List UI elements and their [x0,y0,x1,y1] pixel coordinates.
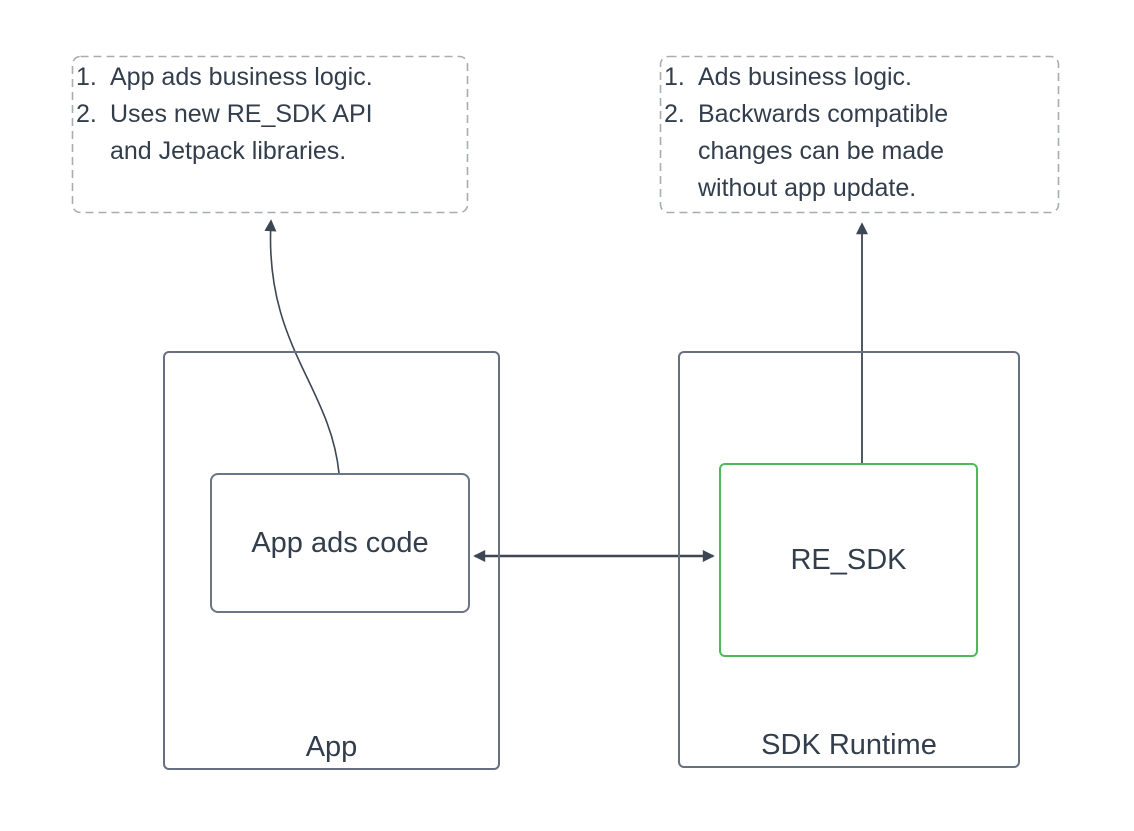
note-item-number: 1. [76,63,97,91]
note-item: 1. App ads business logic. [76,59,462,96]
note-item-text: Ads business logic. [698,63,913,91]
note-box-sdk-runtime: 1. Ads business logic. 2. Backwards comp… [660,56,1059,213]
re-sdk-box: RE_SDK [719,463,978,657]
sdk-runtime-container-label: SDK Runtime [761,729,937,761]
note-item-number: 2. [76,100,97,128]
note-item-text: App ads business logic. [110,63,373,91]
note-box-app: 1. App ads business logic. 2. Uses new R… [72,56,468,213]
re-sdk-label: RE_SDK [790,543,907,576]
app-ads-code-box: App ads code [210,473,470,613]
app-container-label: App [305,731,358,763]
note-item-number: 2. [664,100,685,128]
note-item: 1. Ads business logic. [664,59,1053,96]
note-item-number: 1. [664,63,685,91]
app-ads-code-label: App ads code [251,526,429,559]
note-item: 2. Backwards compatible changes can be m… [664,96,1053,207]
note-item: 2. Uses new RE_SDK API and Jetpack libra… [76,96,462,170]
note-item-text: Backwards compatible changes can be made… [698,100,949,202]
note-item-text: Uses new RE_SDK API and Jetpack librarie… [110,100,373,165]
